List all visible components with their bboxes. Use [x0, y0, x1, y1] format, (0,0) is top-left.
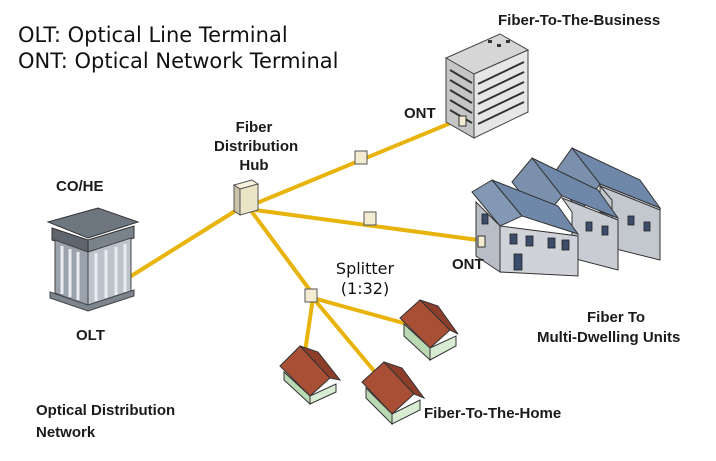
splitter-line-1: Splitter — [335, 259, 395, 278]
mdu-line-1: Fiber To — [587, 309, 646, 326]
inline-box-business — [354, 150, 368, 165]
fiber-olt-to-hub — [126, 206, 242, 280]
label-ont-mdu: ONT — [452, 256, 484, 273]
multi-dwelling-units-icon — [471, 147, 662, 277]
label-fiber-to-mdu: Fiber To Multi-Dwelling Units — [537, 308, 680, 348]
house-middle-icon — [361, 361, 426, 426]
label-fiber-distribution-hub: Fiber Distribution Hub — [214, 118, 299, 175]
odn-line-2: Network — [36, 424, 96, 441]
label-fiber-to-the-business: Fiber-To-The-Business — [498, 12, 661, 29]
splitter-box — [304, 288, 318, 303]
co-he-building-icon — [46, 207, 140, 312]
distribution-hub-icon — [232, 179, 260, 216]
label-co-he: CO/HE — [56, 178, 104, 195]
hub-line-3: Hub — [239, 157, 269, 174]
business-building-icon — [444, 33, 530, 139]
hub-line-2: Distribution — [214, 138, 299, 155]
label-splitter: Splitter (1:32) — [322, 259, 408, 299]
fiber-splitter-to-house-right — [311, 296, 420, 329]
hub-line-1: Fiber — [235, 119, 273, 136]
legend-ont: ONT: Optical Network Terminal — [18, 49, 339, 73]
label-fiber-to-the-home: Fiber-To-The-Home — [424, 405, 562, 422]
label-ont-business: ONT — [404, 105, 436, 122]
legend-olt: OLT: Optical Line Terminal — [18, 23, 288, 47]
label-optical-distribution-network: Optical Distribution Network — [36, 400, 175, 444]
odn-line-1: Optical Distribution — [36, 402, 176, 419]
house-right-icon — [399, 299, 459, 362]
fiber-splitter-to-house-middle — [311, 296, 382, 380]
house-left-icon — [279, 345, 342, 406]
fiber-hub-to-splitter — [250, 210, 314, 295]
mdu-line-2: Multi-Dwelling Units — [537, 329, 681, 346]
label-olt: OLT — [76, 327, 105, 344]
inline-box-mdu — [363, 211, 377, 226]
splitter-line-2: (1:32) — [340, 279, 390, 298]
